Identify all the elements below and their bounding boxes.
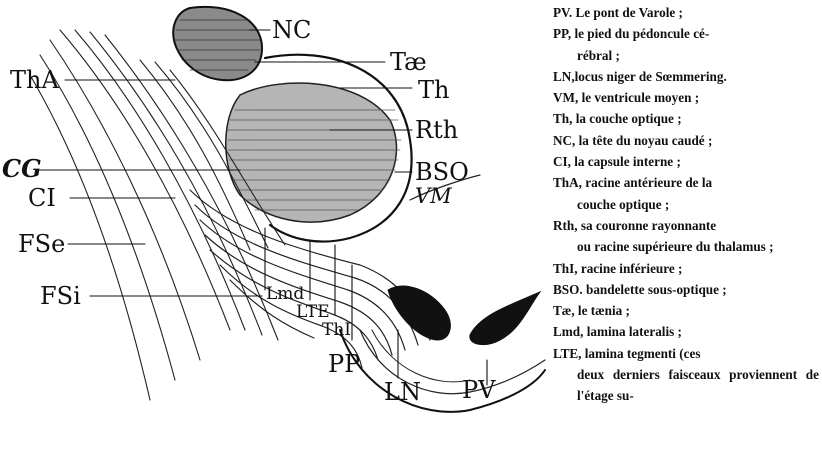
legend-entry: ThI, racine inférieure ; <box>553 258 819 279</box>
legend-entry: PV. Le pont de Varole ; <box>553 2 819 23</box>
legend-entry: LN,locus niger de Sœmmering. <box>553 66 819 87</box>
legend-entry: VM, le ventricule moyen ; <box>553 87 819 108</box>
label-ln: LN <box>384 380 421 404</box>
label-rth: Rth <box>415 118 458 142</box>
label-vm: VM <box>415 186 452 207</box>
legend-entry: BSO. bandelette sous-optique ; <box>553 279 819 300</box>
label-nc: NC <box>272 18 311 42</box>
anatomical-figure: NC Tæ ThA Th Rth CG BSO VM CI FSe Lmd FS… <box>0 0 548 452</box>
legend-text: PV. Le pont de Varole ; PP, le pied du p… <box>553 2 819 407</box>
label-fsi: FSi <box>40 284 81 308</box>
label-fse: FSe <box>18 232 65 256</box>
label-lmd: Lmd <box>266 286 304 303</box>
label-pv: PV <box>462 378 495 402</box>
label-lte: LTE <box>296 304 330 321</box>
legend-entry: CI, la capsule interne ; <box>553 151 819 172</box>
label-tha: ThA <box>10 68 59 92</box>
legend-entry: Lmd, lamina lateralis ; <box>553 321 819 342</box>
label-th: Th <box>418 78 449 102</box>
legend-entry: PP, le pied du pédoncule cé-rébral ; <box>553 23 819 66</box>
label-ci: CI <box>28 186 56 210</box>
legend-entry: Th, la couche optique ; <box>553 108 819 129</box>
label-cg: CG <box>2 157 42 181</box>
label-bso: BSO <box>415 160 469 184</box>
label-tae: Tæ <box>390 50 427 74</box>
label-thi: ThI <box>322 322 351 339</box>
legend-entry: NC, la tête du noyau caudé ; <box>553 130 819 151</box>
legend-entry: Tæ, le tænia ; <box>553 300 819 321</box>
label-pp: PP <box>328 352 360 376</box>
